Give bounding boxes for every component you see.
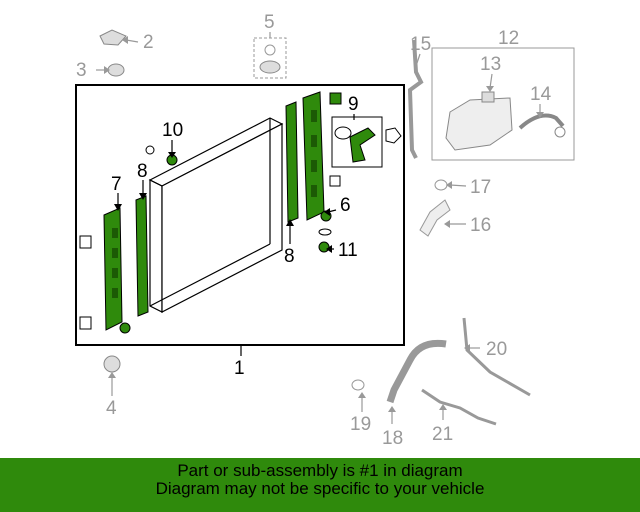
right-seal-part-8[interactable] [285,101,299,223]
callout-9: 9 [348,94,359,115]
callout-20: 20 [486,339,507,360]
callout-19: 19 [350,414,371,435]
grommet-part-3[interactable] [107,63,125,77]
inlet-fitting-part-9[interactable] [349,127,376,163]
bleed-screw [385,127,402,144]
reservoir-hose-part-14[interactable] [518,113,565,130]
callout-16: 16 [470,215,491,236]
callout-11: 11 [338,240,358,261]
callout-6: 6 [340,195,351,216]
footer-banner: Part or sub-assembly is #1 in diagram Di… [0,458,640,512]
assembly-box [75,84,405,346]
callout-1: 1 [234,358,245,379]
parts-diagram: 1 2 3 4 5 6 7 8 8 9 10 11 12 13 14 15 16… [75,12,575,449]
callout-5: 5 [264,12,275,33]
callout-4: 4 [106,398,117,419]
mount-bracket [79,235,92,249]
callout-8-right: 8 [284,246,295,267]
left-seal-part-8[interactable] [135,195,149,317]
callout-12: 12 [498,28,519,49]
callout-17: 17 [470,177,491,198]
pipe-part-15[interactable] [407,39,424,159]
washer [145,145,155,155]
callout-18: 18 [382,428,403,449]
callout-14: 14 [530,84,552,105]
left-tank-part-7[interactable] [103,207,131,334]
arrowheads [114,152,332,253]
bracket [329,92,342,105]
bushing-part-4[interactable] [103,355,121,373]
footer-line-1: Part or sub-assembly is #1 in diagram [177,461,463,480]
hose-part-16[interactable] [419,199,451,237]
arrowheads-muted [104,36,544,412]
callout-2: 2 [143,32,154,53]
callout-8-left: 8 [137,161,148,182]
bracket [329,175,341,187]
mount-bracket [79,316,92,330]
cap-part-5[interactable] [253,37,287,79]
hose-clamp [554,126,566,138]
right-tank-part-6[interactable] [302,91,332,222]
callout-15: 15 [410,34,431,55]
o-ring [318,228,332,236]
pipe-part-21[interactable] [421,388,497,426]
clamp-part-19[interactable] [351,379,365,391]
callout-3: 3 [76,60,87,81]
callout-21: 21 [432,424,453,445]
pipe-part-20[interactable] [462,317,531,397]
lower-hose-part-18[interactable] [386,339,447,404]
clip-part-2[interactable] [99,29,127,46]
callout-7: 7 [111,174,122,195]
inlet-o-ring [334,126,352,140]
clamp-part-17[interactable] [434,179,448,191]
reservoir-cap-part-13[interactable] [481,91,495,103]
callout-10: 10 [162,120,183,141]
radiator-core [148,117,284,313]
inlet-detail-box [331,116,383,168]
footer-line-2: Diagram may not be specific to your vehi… [155,479,485,498]
drain-plug-part-11[interactable] [318,241,330,253]
reservoir-tank[interactable] [445,97,513,151]
callout-13: 13 [480,54,501,75]
reservoir-box [431,47,575,161]
